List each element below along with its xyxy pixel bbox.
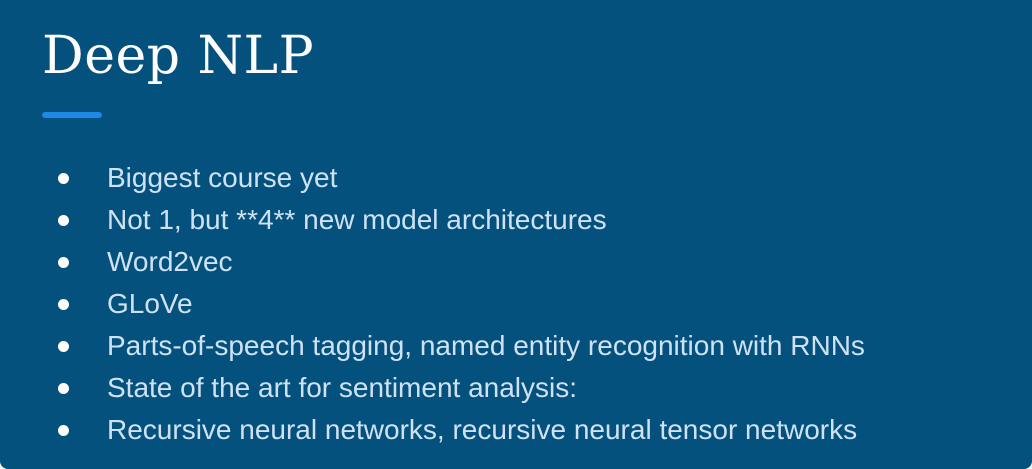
bullet-icon: [58, 173, 69, 184]
bullet-icon: [58, 215, 69, 226]
slide-title: Deep NLP: [42, 26, 315, 86]
bullet-icon: [58, 383, 69, 394]
bullet-text: GLoVe: [107, 288, 193, 319]
bullet-icon: [58, 299, 69, 310]
title-underline: [42, 112, 102, 118]
bullet-text: Not 1, but **4** new model architectures: [107, 204, 607, 235]
bullet-text: Recursive neural networks, recursive neu…: [107, 414, 858, 445]
bullet-text: State of the art for sentiment analysis:: [107, 372, 578, 403]
list-item: Recursive neural networks, recursive neu…: [58, 409, 1012, 451]
list-item: Parts-of-speech tagging, named entity re…: [58, 325, 1012, 367]
list-item: Not 1, but **4** new model architectures: [58, 199, 1012, 241]
list-item: Word2vec: [58, 241, 1012, 283]
bullet-text: Word2vec: [107, 246, 233, 277]
list-item: GLoVe: [58, 283, 1012, 325]
bullet-icon: [58, 341, 69, 352]
bullet-text: Biggest course yet: [107, 162, 338, 193]
list-item: Biggest course yet: [58, 157, 1012, 199]
bullet-text: Parts-of-speech tagging, named entity re…: [107, 330, 865, 361]
bullet-icon: [58, 425, 69, 436]
bullet-icon: [58, 257, 69, 268]
list-item: State of the art for sentiment analysis:: [58, 367, 1012, 409]
